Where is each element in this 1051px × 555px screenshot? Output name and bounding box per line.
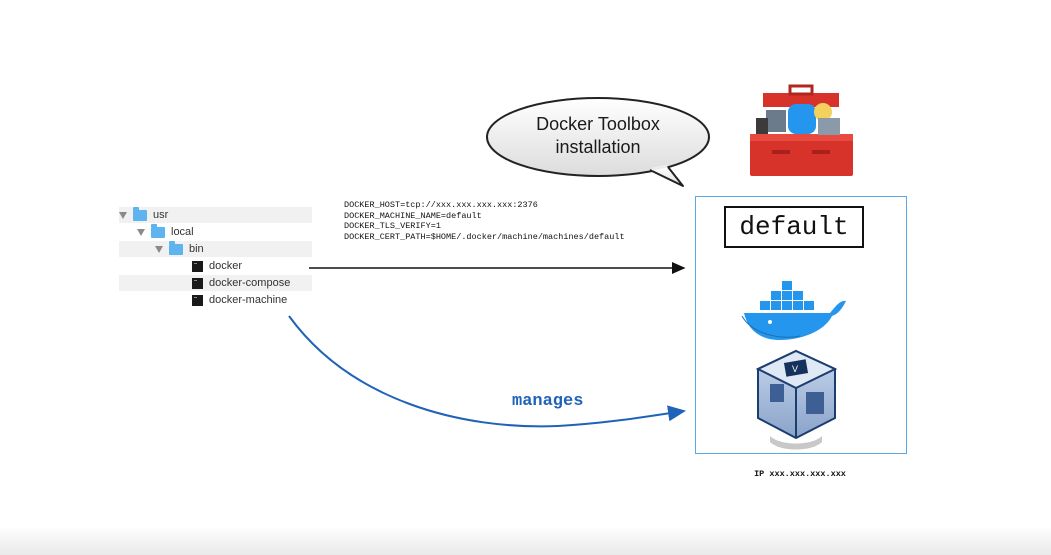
- bubble-line-1: Docker Toolbox: [536, 114, 660, 134]
- manages-label: manages: [512, 392, 584, 411]
- tree-item-usr[interactable]: usr: [119, 206, 312, 223]
- terminal-executable-icon: [192, 260, 203, 272]
- tree-item-docker-compose[interactable]: docker-compose: [119, 275, 312, 291]
- folder-icon: [151, 223, 165, 238]
- tree-item-docker-machine[interactable]: docker-machine: [119, 292, 312, 308]
- bottom-bar: [0, 526, 1051, 555]
- tree-item-label: docker-compose: [209, 277, 291, 289]
- env-var-line: DOCKER_HOST=tcp://xxx.xxx.xxx.xxx:2376: [344, 200, 538, 210]
- manages-arrow: [288, 315, 686, 428]
- tree-item-docker[interactable]: docker: [119, 258, 312, 274]
- docker-whale-icon: [741, 281, 846, 340]
- tree-item-bin[interactable]: bin: [119, 240, 312, 257]
- tree-item-label: local: [171, 226, 194, 238]
- terminal-executable-icon: [192, 277, 203, 289]
- env-var-line: DOCKER_CERT_PATH=$HOME/.docker/machine/m…: [344, 231, 625, 242]
- folder-icon: [133, 206, 147, 221]
- tree-item-label: bin: [189, 243, 204, 255]
- terminal-executable-icon: [192, 294, 203, 306]
- vm-ip-label: IP xxx.xxx.xxx.xxx: [754, 469, 846, 479]
- vm-name-label: default: [724, 206, 864, 248]
- disclosure-triangle-icon[interactable]: [119, 211, 127, 219]
- svg-text:V: V: [792, 364, 798, 374]
- tree-item-label: docker-machine: [209, 294, 288, 306]
- folder-icon: [169, 240, 183, 255]
- toolbox-icon: [750, 84, 853, 176]
- speech-bubble: [486, 97, 710, 187]
- vm-box: [695, 196, 907, 454]
- env-var-line: DOCKER_TLS_VERIFY=1: [344, 221, 441, 231]
- tree-item-label: docker: [209, 260, 243, 272]
- disclosure-triangle-icon[interactable]: [137, 228, 145, 236]
- speech-bubble-text: Docker Toolbox installation: [503, 113, 693, 159]
- disclosure-triangle-icon[interactable]: [155, 245, 163, 253]
- virtualbox-icon: V: [755, 349, 838, 450]
- tree-item-label: usr: [153, 209, 169, 221]
- bubble-line-2: installation: [555, 137, 641, 157]
- tree-item-local[interactable]: local: [119, 223, 312, 240]
- env-var-line: DOCKER_MACHINE_NAME=default: [344, 210, 482, 221]
